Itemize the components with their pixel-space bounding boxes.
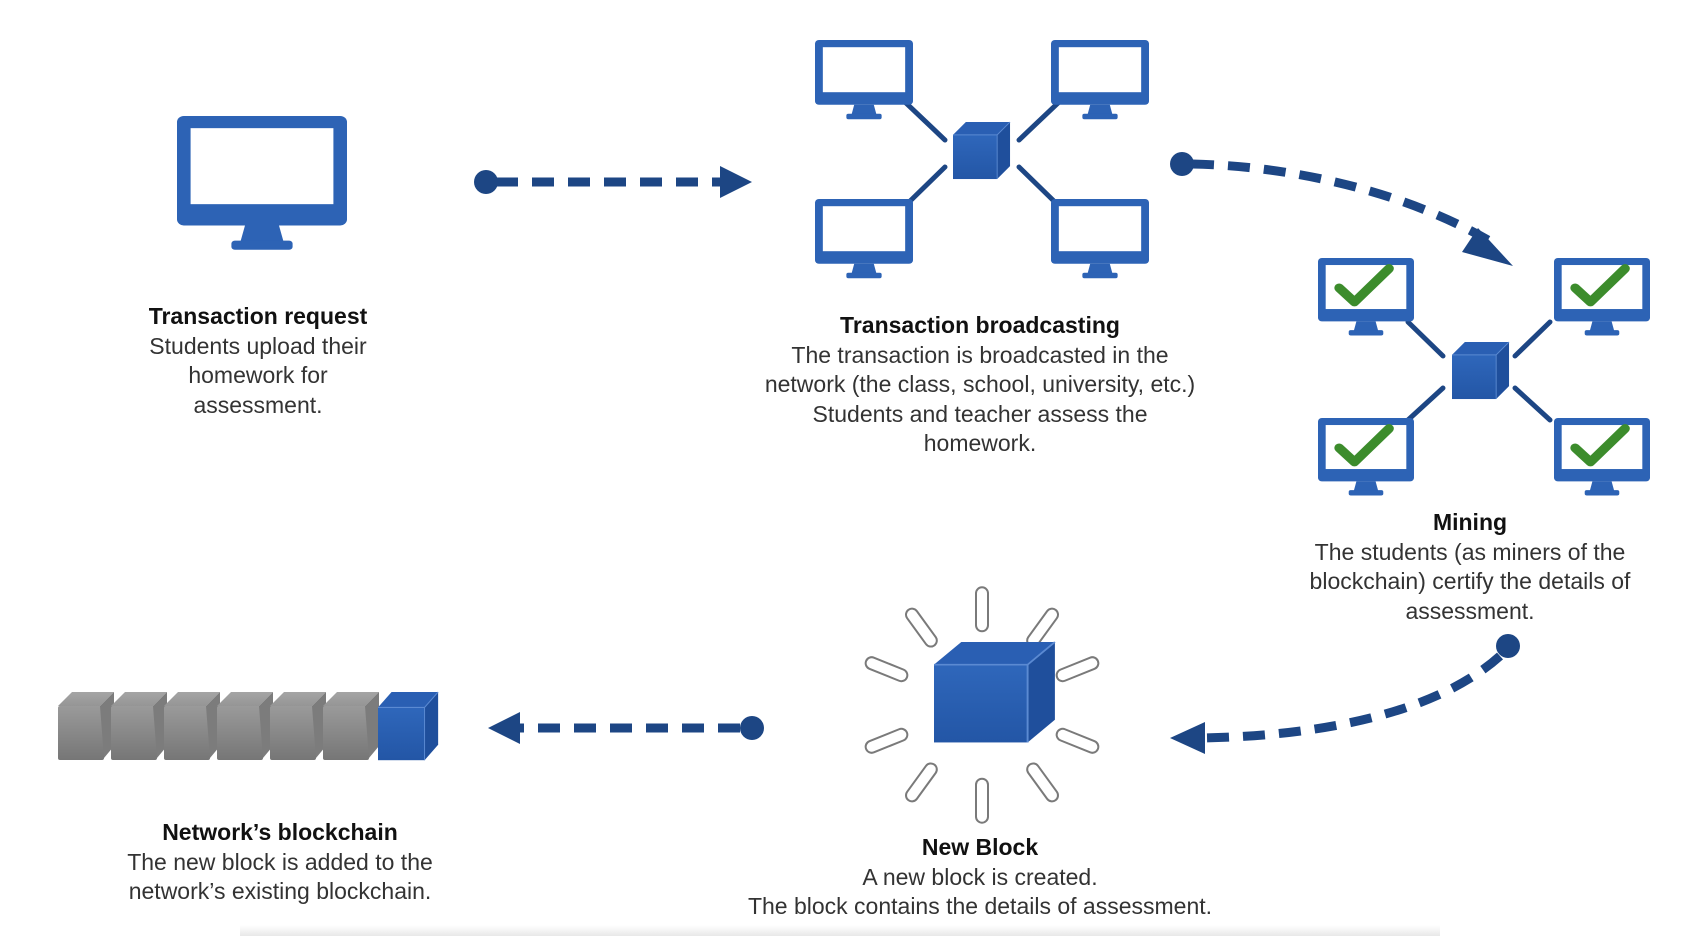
new-block-in-chain-icon: [377, 691, 439, 761]
cube-icon: [933, 641, 1056, 744]
cube-icon: [1451, 341, 1510, 400]
arrowhead-icon: [720, 166, 752, 198]
network-link-lines: [902, 99, 1062, 209]
burst-ray: [975, 777, 989, 824]
flow-arrow-request-to-broadcast: [474, 166, 752, 198]
networks-blockchain-step: [58, 691, 439, 761]
new-block-caption: New Block A new block is created. The bl…: [720, 833, 1240, 922]
monitor-icon: [177, 116, 347, 250]
monitor-icon: [1051, 199, 1149, 279]
arrow-start-dot: [1496, 634, 1520, 658]
burst-ray: [862, 725, 911, 756]
existing-block-icon: [58, 692, 114, 760]
transaction-broadcasting-caption: Transaction broadcasting The transaction…: [730, 311, 1230, 459]
step-description-line: The students (as miners of the: [1314, 538, 1626, 565]
step-description-line: blockchain) certify the details of: [1309, 568, 1631, 594]
mining-step: [1318, 258, 1650, 496]
bottom-shadow: [240, 925, 1440, 936]
existing-block-icon: [111, 692, 167, 760]
existing-block-icon: [270, 692, 326, 760]
existing-block-icon: [164, 692, 220, 760]
mining-caption: Mining The students (as miners of the bl…: [1270, 508, 1670, 626]
burst-ray: [902, 760, 941, 805]
verified-monitor-icon: [1318, 418, 1414, 496]
burst-ray: [1053, 725, 1102, 756]
step-description-line: network’s existing blockchain.: [128, 878, 432, 904]
step-description-line: A new block is created.: [862, 863, 1098, 890]
network-icon: [815, 40, 1149, 279]
cube-icon: [952, 121, 1011, 180]
arrow-start-dot: [1170, 152, 1194, 176]
step-description-line: homework for: [188, 362, 328, 388]
step-description-line: assessment.: [1405, 597, 1535, 624]
flow-arrows: [474, 152, 1520, 754]
step-description-line: network (the class, school, university, …: [764, 371, 1196, 397]
burst-ray: [1053, 654, 1102, 685]
burst-ray: [1023, 760, 1062, 805]
step-description-line: assessment.: [193, 391, 323, 418]
step-title: Transaction broadcasting: [840, 312, 1120, 338]
step-title: Transaction request: [148, 303, 368, 329]
arrowhead-icon: [488, 712, 520, 744]
burst-ray: [975, 586, 989, 633]
burst-ray: [902, 605, 941, 650]
monitor-icon: [815, 40, 913, 120]
step-description-line: The transaction is broadcasted in the: [791, 341, 1169, 368]
network-link-lines: [1405, 319, 1553, 423]
step-title: Mining: [1432, 509, 1508, 535]
arrow-start-dot: [474, 170, 498, 194]
monitor-icon: [815, 199, 913, 279]
transaction-request-caption: Transaction request Students upload thei…: [108, 302, 408, 420]
new-block-icon: [862, 586, 1102, 824]
step-description-line: The new block is added to the: [127, 848, 433, 875]
step-title: New Block: [921, 834, 1039, 860]
verified-monitor-icon: [1554, 418, 1650, 496]
monitor-icon: [1051, 40, 1149, 120]
burst-ray: [862, 654, 911, 685]
verified-monitor-icon: [1554, 258, 1650, 336]
flow-arrow-mining-to-newblock: [1170, 634, 1520, 754]
arrowhead-icon: [1462, 228, 1513, 266]
blockchain-icon: [58, 691, 439, 761]
step-description-line: Students and teacher assess the: [812, 400, 1148, 427]
step-description-line: Students upload their: [149, 332, 367, 359]
existing-block-icon: [323, 692, 379, 760]
flow-arrow-broadcast-to-mining: [1170, 152, 1513, 266]
new-block-step: [862, 586, 1102, 824]
transaction-broadcasting-step: [815, 40, 1149, 279]
flow-arrow-newblock-to-chain: [488, 712, 764, 744]
networks-blockchain-caption: Network’s blockchain The new block is ad…: [100, 818, 460, 907]
transaction-request-step: [177, 116, 347, 250]
existing-block-icon: [217, 692, 273, 760]
arrow-start-dot: [740, 716, 764, 740]
arrowhead-icon: [1170, 722, 1205, 754]
verified-network-icon: [1318, 258, 1650, 496]
step-title: Network’s blockchain: [162, 819, 398, 845]
verified-monitor-icon: [1318, 258, 1414, 336]
step-description-line: homework.: [923, 430, 1037, 456]
step-description-line: The block contains the details of assess…: [747, 893, 1213, 919]
